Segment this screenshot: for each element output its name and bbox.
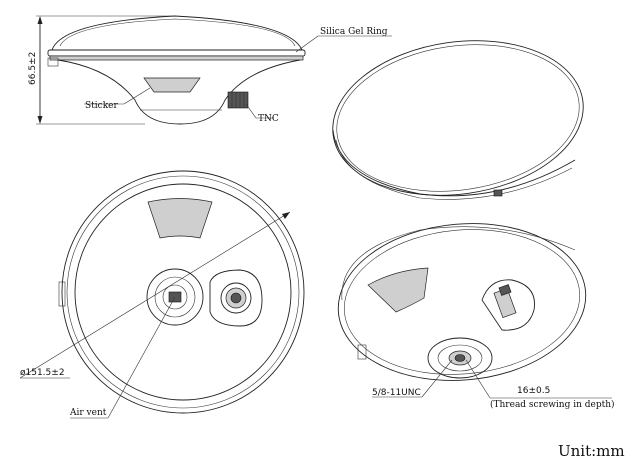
- thread-spec-label: 5/8-11UNC: [372, 388, 421, 398]
- thread-depth-value-label: 16±0.5: [517, 386, 550, 396]
- side-view: [36, 15, 392, 125]
- sticker-label: Sticker: [85, 101, 118, 111]
- isometric-top-view: [332, 40, 584, 200]
- unit-label: Unit:mm: [558, 442, 625, 460]
- isometric-bottom-view: [337, 223, 612, 399]
- thread-depth-note-label: (Thread screwing in depth): [490, 399, 615, 410]
- tnc-label: TNC: [258, 114, 279, 124]
- bottom-view: [19, 170, 305, 419]
- diameter-dimension-label: ø151.5±2: [20, 368, 65, 378]
- air-vent-label: Air vent: [69, 408, 107, 418]
- silica-gel-ring-label: Silica Gel Ring: [320, 27, 388, 37]
- height-dimension-label: 66.5±2: [28, 52, 38, 85]
